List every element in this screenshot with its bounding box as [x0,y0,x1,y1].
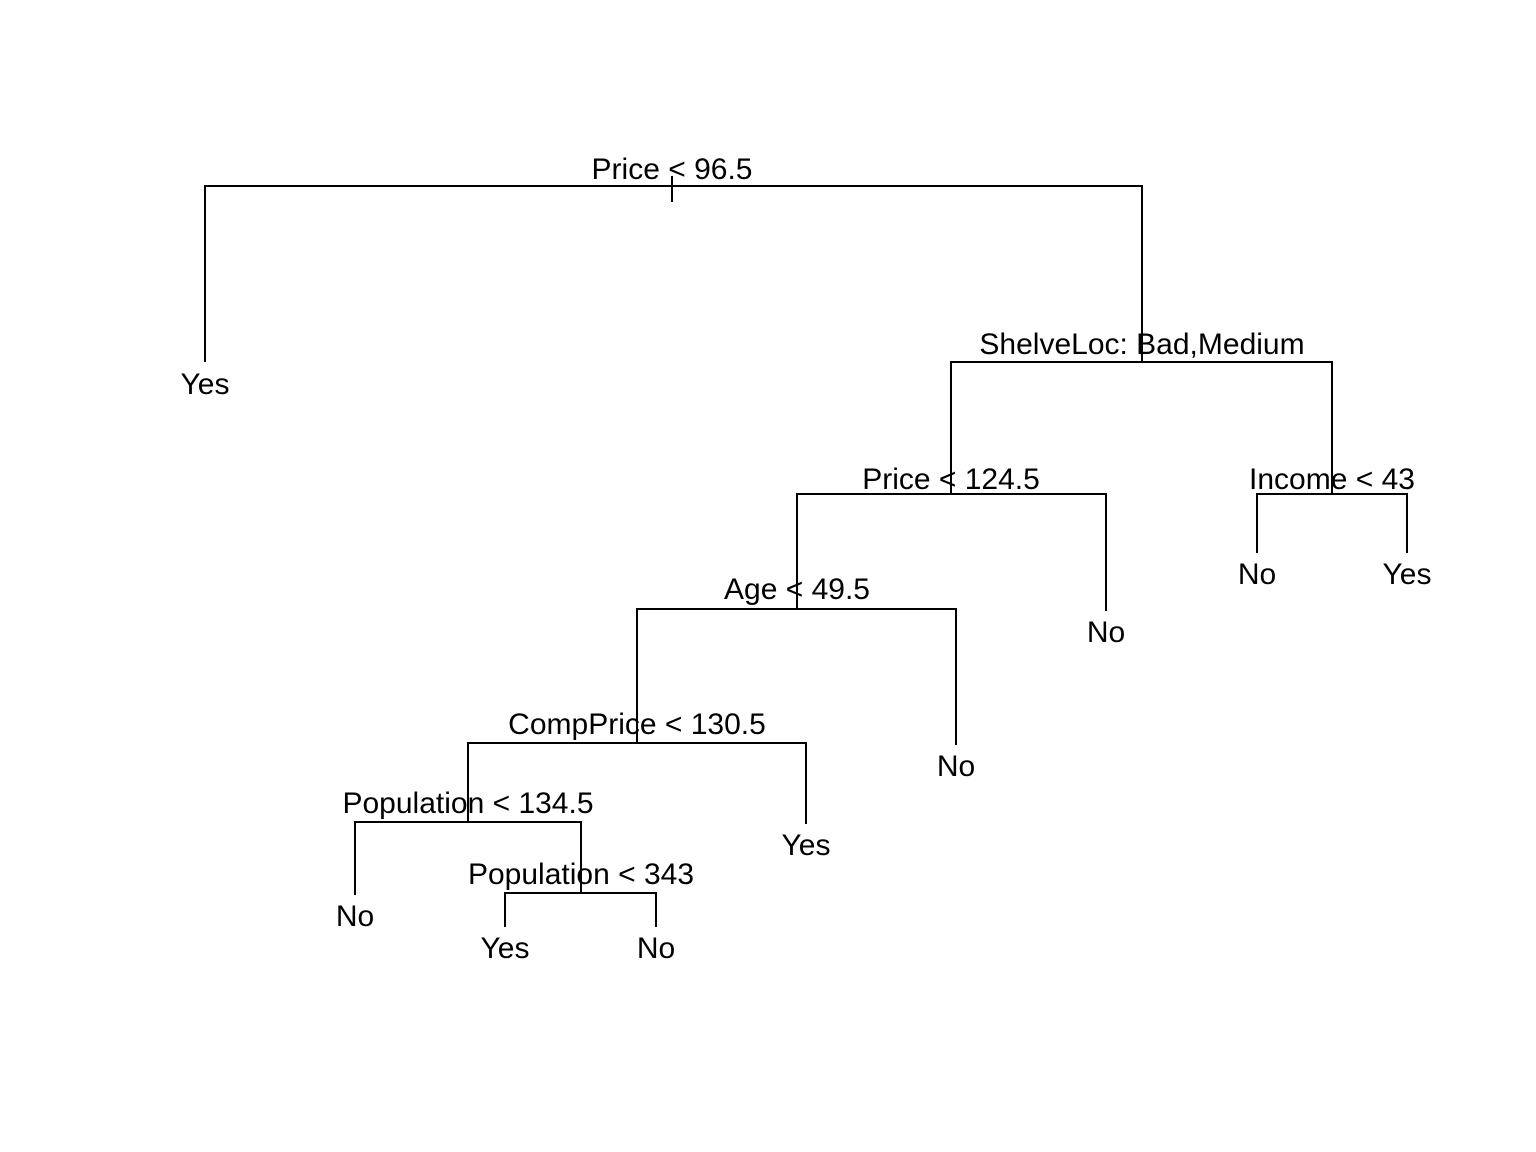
split-labels: Price < 96.5 ShelveLoc: Bad,Medium Price… [342,153,1414,891]
tree-edges [204,176,1408,927]
leaf-no-age-high: No [937,750,975,783]
leaf-no-population-low: No [336,900,374,933]
edge-price-124 [796,493,1107,611]
edge-compprice [467,742,807,824]
edge-population-134 [354,821,582,895]
leaf-yes-income-high: Yes [1383,558,1432,591]
leaf-yes-price-low: Yes [181,368,230,401]
edge-population-343 [504,892,657,927]
edge-root [204,185,1143,362]
split-label-price-124: Price < 124.5 [862,463,1040,496]
edge-shelveloc [950,361,1333,494]
leaf-no-income-low: No [1238,558,1276,591]
leaf-no-price-high: No [1087,616,1125,649]
split-label-income: Income < 43 [1249,463,1415,496]
split-label-population-343: Population < 343 [468,858,694,891]
edge-age [636,608,957,745]
split-label-compprice: CompPrice < 130.5 [508,708,766,741]
split-label-shelveloc: ShelveLoc: Bad,Medium [979,328,1304,361]
split-label-age: Age < 49.5 [724,573,870,606]
leaf-yes-compprice-high: Yes [782,829,831,862]
split-label-population-134: Population < 134.5 [342,787,593,820]
leaf-no-population-high: No [637,932,675,965]
leaf-labels: Yes No Yes No No Yes No Yes No [181,368,1432,965]
leaf-yes-population-mid: Yes [481,932,530,965]
split-label-price-96: Price < 96.5 [592,153,753,186]
edge-income [1256,493,1408,553]
